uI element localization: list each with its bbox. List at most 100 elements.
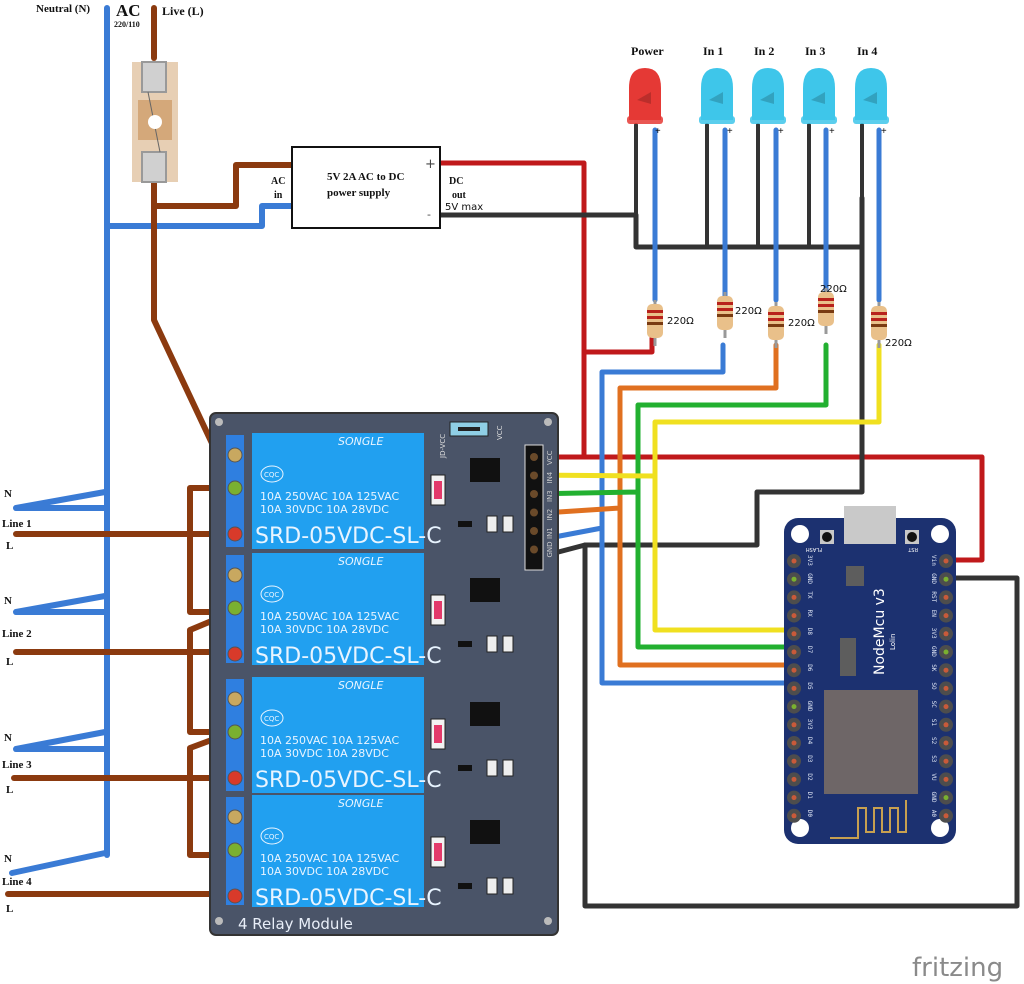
nodemcu-pin-label: D8 [806,628,813,636]
nodemcu-pin: D7 [787,645,813,659]
nodemcu-pins: 3V3GNDTXRXD8D7D6D5GND3V3D4D3D2D1D0VinGND… [787,554,953,823]
nodemcu-pin: EN [930,608,953,623]
relay-rating-1: 10A 250VAC 10A 125VAC [260,490,400,503]
wire-live-relay [151,177,236,491]
header-pin: IN4 [530,471,554,484]
led-anode-legs [652,127,882,303]
nodemcu-pin-label: GND [930,646,937,657]
wire-gnd-psu [437,212,865,250]
resistor-value: 220Ω [820,284,847,295]
nodemcu-pin: D3 [787,754,813,769]
nodemcu-pin-label: SO [930,682,937,690]
relay-rating-2: 10A 30VDC 10A 28VDC [260,747,389,760]
resistor: 220Ω [717,292,762,338]
nodemcu-pin-label: GND [930,573,937,584]
line-live-label: L [6,656,13,668]
nodemcu-pin: 3V3 [787,717,813,732]
nodemcu-pin-label: D7 [806,646,813,654]
led-plus: + [727,126,733,137]
resistors: 220Ω 220Ω 220Ω 220Ω 220Ω [647,284,912,349]
nodemcu-pin: A0 [930,808,953,823]
nodemcu-pin-label: 3V3 [806,555,813,566]
nodemcu-pin: D1 [787,790,813,805]
psu-plus: + [425,157,436,172]
wire-neutral-line4 [9,850,108,876]
header-pin-label: IN4 [546,471,554,483]
led-plus: + [881,126,887,137]
wire-neutral-line1 [13,489,108,511]
led-label: In 2 [754,44,774,58]
line-neutral-label: N [4,853,12,865]
wire-vcc-bus [581,349,985,563]
nodemcu-pin-label: D3 [806,755,813,763]
led-body [752,68,784,120]
nodemcu-pin-label: D2 [806,773,813,781]
ac-voltage: 220/110 [114,20,140,29]
nodemcu-pin: GND [930,790,953,805]
nodemcu-board [784,506,956,844]
relay-cert: CQC [264,833,279,841]
relay-rating-1: 10A 250VAC 10A 125VAC [260,610,400,623]
line-live-label: L [6,903,13,915]
fritzing-watermark: fritzing [912,953,1003,983]
nodemcu-pin: SO [930,681,953,696]
nodemcu-pin: D4 [787,736,813,750]
nodemcu-pin-label: D5 [806,682,813,690]
nodemcu-pin-label: SK [930,664,937,672]
fuse-holder [132,61,178,183]
psu-dcout-1: DC [449,176,463,187]
wire-neutral-line3 [13,729,108,752]
header-pin-label: IN2 [546,509,554,521]
wire-neutral-psu [104,203,295,229]
relay-rating-1: 10A 250VAC 10A 125VAC [260,734,400,747]
relay-rating-2: 10A 30VDC 10A 28VDC [260,865,389,878]
led-legs [634,123,864,249]
relay-model: SRD-05VDC-SL-C [255,644,442,669]
nodemcu-pin: GND [930,645,953,659]
resistor-value: 220Ω [885,338,912,349]
rst-label: RST [907,546,918,552]
nodemcu-pin-label: GND [806,573,813,584]
led-body [855,68,887,120]
led: Power+ [627,44,664,137]
psu-dcout-2: out [452,190,467,201]
line-neutral-label: N [4,595,12,607]
nodemcu-pin: D0 [787,808,813,823]
wire-vcc-psu [437,160,655,355]
led-label: In 3 [805,44,825,58]
line-live-label: L [6,540,13,552]
nodemcu-pin-label: GND [930,792,937,803]
line-name: Line 2 [2,628,32,640]
nodemcu-pin-label: 3V3 [930,628,937,639]
led: In 4+ [853,44,889,137]
nodemcu-pin: TX [787,590,813,605]
nodemcu-pin-label: SC [930,701,937,709]
relay-rating-1: 10A 250VAC 10A 125VAC [260,852,400,865]
nodemcu-pin: RST [930,590,953,605]
nodemcu-pin: RX [787,608,813,623]
resistor: 220Ω [871,302,912,349]
resistor: 220Ω [647,300,694,346]
neutral-label: Neutral (N) [36,3,90,15]
relay-model: SRD-05VDC-SL-C [255,886,442,911]
header-pin: IN3 [530,490,554,502]
line-name: Line 4 [2,876,32,888]
leds: Power+In 1+In 2+In 3+In 4+ [627,44,889,137]
resistor-value: 220Ω [788,318,815,329]
nodemcu-pin-label: D1 [806,792,813,800]
nodemcu-pin: GND [787,699,813,714]
led-body [629,68,661,120]
nodemcu-pin: SC [930,699,953,714]
jumper-label-vcc: VCC [496,425,504,440]
line-name: Line 1 [2,518,32,530]
line-neutral-label: N [4,732,12,744]
led-label: In 1 [703,44,723,58]
led: In 2+ [750,44,786,137]
nodemcu-subtitle: Lolin [889,634,897,650]
line-name: Line 3 [2,759,32,771]
psu-minus: - [427,208,431,221]
